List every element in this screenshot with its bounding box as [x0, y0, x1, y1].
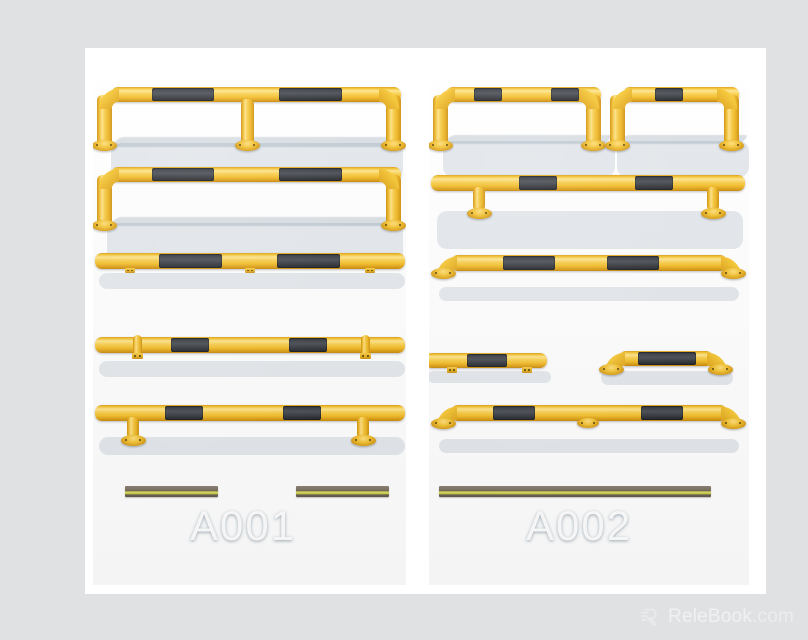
reflective-stripe — [635, 176, 673, 190]
barrier-drop-leg — [361, 335, 370, 355]
floor-mount-foot — [467, 208, 492, 219]
barrier-shadow — [99, 437, 405, 455]
reflective-stripe — [519, 176, 557, 190]
wall-mount-bracket — [125, 268, 135, 273]
barrier-leg-right — [357, 417, 369, 439]
floor-mount-foot — [235, 140, 260, 151]
reflective-stripe — [638, 352, 696, 365]
barrier-leg-right — [707, 187, 719, 211]
floor-mount-foot — [577, 418, 599, 428]
watermark: ReleBook.com — [639, 606, 794, 628]
panel-caption-right: A002 — [526, 502, 633, 549]
product-panel-left: A001 — [93, 65, 406, 585]
relebook-r-logo-icon — [639, 606, 661, 628]
wall-mount-bracket — [522, 367, 532, 373]
floor-mount-foot — [701, 208, 726, 219]
floor-mount-foot — [351, 435, 376, 446]
reflective-stripe — [165, 406, 203, 420]
reflective-stripe — [159, 254, 222, 268]
floor-mount-foot — [581, 140, 606, 151]
reflective-stripe — [283, 406, 321, 420]
product-panel-right: A002 — [429, 65, 749, 585]
reflective-stripe — [551, 88, 579, 101]
product-sheet-card: A001 — [85, 48, 766, 594]
barrier-leg-left — [473, 187, 485, 211]
barrier-elbow-right — [579, 87, 601, 109]
floor-mount-foot — [599, 364, 624, 375]
reflective-stripe — [171, 338, 209, 352]
product-ground-rail-short-right[interactable] — [296, 486, 389, 497]
reflective-stripe — [641, 406, 683, 420]
reflective-stripe — [152, 88, 214, 101]
panel-caption-left: A001 — [190, 502, 297, 549]
barrier-rail-tube — [95, 253, 405, 269]
floor-mount-foot — [431, 268, 456, 279]
wall-mount-bracket — [360, 353, 371, 359]
barrier-elbow-right — [717, 87, 739, 109]
barrier-shadow — [429, 371, 551, 383]
wall-mount-bracket — [245, 268, 255, 273]
wall-mount-bracket — [365, 268, 375, 273]
barrier-rail-tube — [451, 255, 727, 271]
reflective-stripe — [467, 354, 507, 367]
floor-mount-foot — [708, 364, 733, 375]
barrier-elbow-left — [610, 87, 632, 109]
floor-mount-foot — [429, 140, 453, 151]
floor-mount-foot — [93, 220, 117, 231]
barrier-leg-center — [241, 99, 254, 147]
barrier-shadow — [439, 287, 739, 301]
reflective-stripe — [503, 256, 555, 270]
barrier-shadow — [108, 217, 402, 226]
floor-mount-foot — [721, 418, 746, 429]
watermark-name: ReleBook — [668, 606, 753, 627]
wall-mount-bracket — [132, 353, 143, 359]
barrier-shadow — [439, 439, 739, 453]
reflective-stripe — [493, 406, 535, 420]
floor-mount-foot — [719, 140, 744, 151]
product-ground-rail-long[interactable] — [439, 486, 711, 497]
reflective-stripe — [277, 254, 340, 268]
barrier-shadow — [99, 273, 405, 289]
wall-mount-bracket — [447, 367, 457, 373]
barrier-shadow — [601, 371, 733, 385]
barrier-elbow-right — [379, 167, 401, 189]
floor-mount-foot — [121, 435, 146, 446]
reflective-stripe — [289, 338, 327, 352]
reflective-stripe — [152, 168, 214, 181]
barrier-elbow-left — [97, 167, 119, 189]
product-ground-rail-short-left[interactable] — [125, 486, 218, 497]
barrier-leg-left — [127, 417, 139, 439]
reflective-stripe — [655, 88, 683, 101]
floor-mount-foot — [431, 418, 456, 429]
floor-mount-foot — [605, 140, 630, 151]
floor-mount-foot — [93, 140, 117, 151]
barrier-shadow — [99, 361, 405, 377]
floor-mount-foot — [381, 140, 406, 151]
barrier-elbow-right — [379, 87, 401, 109]
watermark-tld: .com — [752, 606, 794, 627]
reflective-stripe — [607, 256, 659, 270]
floor-mount-foot — [721, 268, 746, 279]
floor-mount-foot — [381, 220, 406, 231]
barrier-drop-leg — [133, 335, 142, 355]
reflective-stripe — [279, 88, 342, 101]
barrier-elbow-left — [433, 87, 455, 109]
reflective-stripe — [474, 88, 502, 101]
barrier-elbow-left — [97, 87, 119, 109]
reflective-stripe — [279, 168, 342, 181]
